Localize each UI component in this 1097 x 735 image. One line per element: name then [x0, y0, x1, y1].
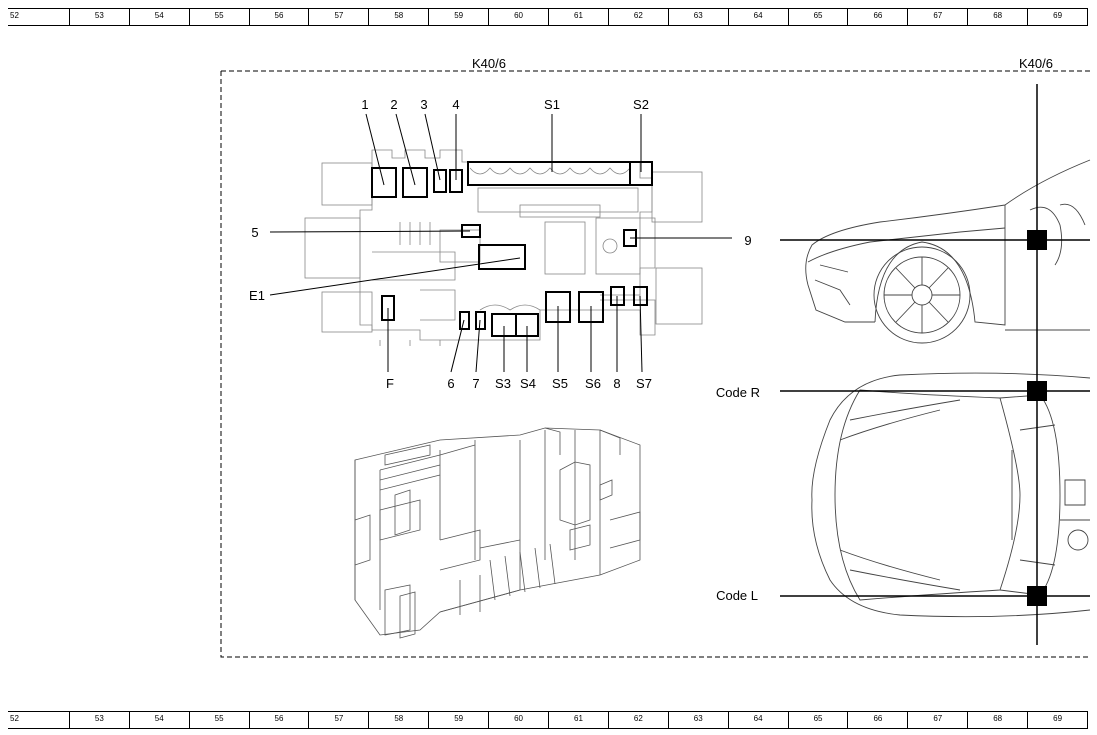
relay-s1	[467, 161, 631, 186]
ruler-cell: 64	[727, 712, 788, 728]
callout-s1: S1	[544, 97, 560, 112]
ruler-cell: 58	[368, 9, 428, 25]
ruler-cell: 55	[188, 712, 249, 728]
ruler-cell: 52	[10, 11, 19, 20]
callout-s5: S5	[552, 376, 568, 391]
callout-3: 3	[420, 97, 427, 112]
fuse-1	[371, 167, 397, 198]
callout-s2: S2	[633, 97, 649, 112]
code-l-label: Code L	[716, 588, 758, 603]
callout-9: 9	[744, 233, 751, 248]
ruler-cell: 54	[128, 9, 189, 25]
callout-5: 5	[251, 225, 258, 240]
ruler-cell: 59	[428, 9, 488, 25]
callout-s3: S3	[495, 376, 511, 391]
ruler-cell: 63	[667, 9, 728, 25]
callout-4: 4	[452, 97, 459, 112]
callout-1: 1	[361, 97, 368, 112]
code-r-label: Code R	[716, 385, 760, 400]
ruler-cell: 68	[967, 712, 1027, 728]
ruler-cell: 52	[10, 714, 19, 723]
fuse-7	[475, 311, 486, 330]
callout-s6: S6	[585, 376, 601, 391]
ruler-cell: 55	[188, 9, 249, 25]
ruler-cell: 66	[847, 712, 907, 728]
ruler-cell: 58	[368, 712, 428, 728]
relay-e1	[478, 244, 526, 270]
ruler-cell: 63	[667, 712, 728, 728]
ruler-cell: 61	[548, 712, 608, 728]
ruler-cell: 66	[847, 9, 907, 25]
ruler-cell: 57	[308, 9, 368, 25]
ruler-cell: 69	[1027, 712, 1089, 728]
ruler-cell: 61	[548, 9, 608, 25]
ruler-cell: 60	[488, 712, 548, 728]
callout-s7: S7	[636, 376, 652, 391]
ruler-cell: 65	[787, 9, 848, 25]
location-square-side	[1027, 230, 1047, 250]
fuse-6	[459, 311, 470, 330]
ruler-cell: 59	[428, 712, 488, 728]
callout-6: 6	[447, 376, 454, 391]
bottom-grid-ruler: 52 53 54 55 56 57 58 59 60 61 62 63 64 6…	[8, 711, 1089, 729]
ruler-cell: 62	[607, 9, 668, 25]
fuse-3	[433, 169, 447, 193]
top-grid-ruler: 52 53 54 55 56 57 58 59 60 61 62 63 64 6…	[8, 8, 1089, 26]
ruler-cell: 53	[68, 9, 129, 25]
leader-lines	[269, 113, 732, 373]
vehicle-side-view	[805, 159, 1091, 344]
fuse-box-isometric-view	[354, 427, 641, 639]
component-title-right: K40/6	[1019, 56, 1053, 71]
vehicle-top-view	[811, 372, 1091, 618]
callout-s4: S4	[520, 376, 536, 391]
ruler-cell: 54	[128, 712, 189, 728]
ruler-cell: 57	[308, 712, 368, 728]
ruler-cell: 69	[1027, 9, 1089, 25]
fuse-box-top-view	[304, 149, 703, 346]
location-markers	[780, 84, 1090, 645]
ruler-cell: 60	[488, 9, 548, 25]
ruler-cell: 67	[907, 9, 967, 25]
callout-f: F	[386, 376, 394, 391]
callout-7: 7	[472, 376, 479, 391]
callout-e1: E1	[249, 288, 265, 303]
callout-8: 8	[613, 376, 620, 391]
ruler-cell: 68	[967, 9, 1027, 25]
location-square-code-l	[1027, 586, 1047, 606]
ruler-cell: 67	[907, 712, 967, 728]
ruler-cell: 64	[727, 9, 788, 25]
component-frame	[220, 70, 1090, 658]
ruler-cell: 53	[68, 712, 129, 728]
ruler-cell: 56	[248, 9, 309, 25]
fuse-2	[402, 167, 428, 198]
ruler-cell: 65	[787, 712, 848, 728]
component-title-left: K40/6	[472, 56, 506, 71]
ruler-cell: 62	[607, 712, 668, 728]
ruler-cell: 56	[248, 712, 309, 728]
callout-2: 2	[390, 97, 397, 112]
location-square-code-r	[1027, 381, 1047, 401]
